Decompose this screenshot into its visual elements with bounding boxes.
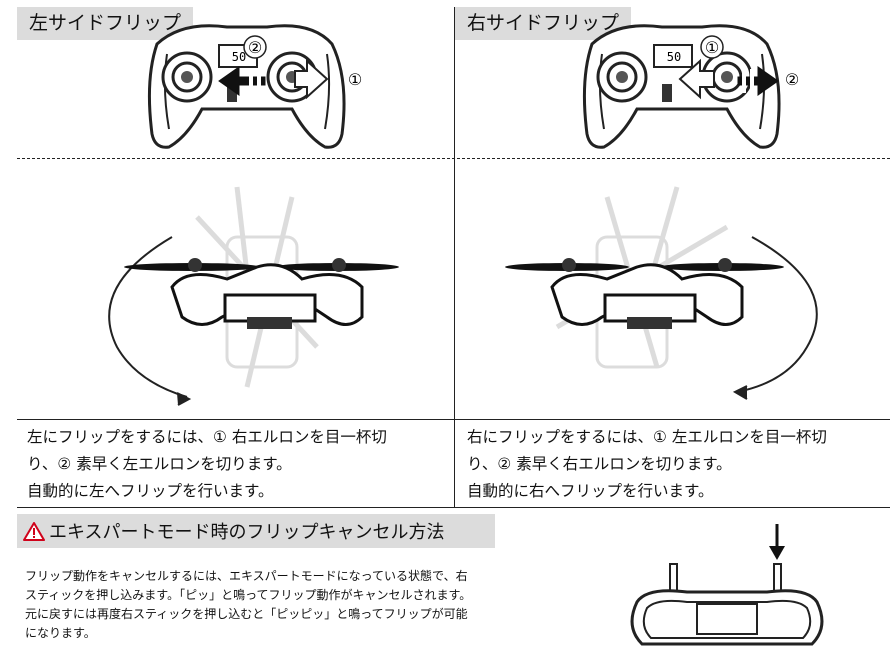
expert-mode-body: フリップ動作をキャンセルするには、エキスパートモードになっている状態で、右 ステ… (25, 567, 605, 643)
left-marker-2: ② (248, 38, 262, 57)
warning-triangle-icon (23, 522, 45, 541)
expert-mode-title: エキスパートモード時のフリップキャンセル方法 (49, 522, 445, 543)
expert-body-line: になります。 (25, 626, 96, 640)
expert-body-line: スティックを押し込みます。「ピッ」と鳴ってフリップ動作がキャンセルされます。 (25, 588, 472, 602)
right-caption-line: 右にフリップをするには、① 左エルロンを目一杯切 (467, 428, 827, 446)
expert-mode-header: エキスパートモード時のフリップキャンセル方法 (17, 514, 495, 548)
panel-divider (454, 7, 455, 507)
right-caption-line: り、② 素早く右エルロンを切ります。 (467, 455, 732, 473)
transmitter-illustration (630, 524, 824, 646)
right-marker-1: ① (705, 38, 719, 57)
left-drone-flip-illustration (108, 186, 399, 406)
right-marker-2: ② (785, 70, 799, 89)
section-divider (17, 507, 890, 508)
left-flip-title: 左サイドフリップ (17, 7, 194, 40)
right-caption-line: 自動的に右へフリップを行います。 (467, 482, 714, 500)
left-controller-illustration: 50 ② ① (147, 24, 362, 149)
left-caption-line: 左にフリップをするには、① 右エルロンを目一杯切 (27, 428, 387, 446)
caption-divider (17, 419, 890, 420)
left-marker-1: ① (348, 70, 362, 89)
right-drone-flip-illustration (505, 186, 818, 400)
left-caption-line: 自動的に左へフリップを行います。 (27, 482, 274, 500)
left-caption-line: り、② 素早く左エルロンを切ります。 (27, 455, 292, 473)
right-caption: 右にフリップをするには、① 左エルロンを目一杯切 り、② 素早く右エルロンを切り… (467, 424, 827, 505)
left-caption: 左にフリップをするには、① 右エルロンを目一杯切 り、② 素早く左エルロンを切り… (27, 424, 387, 505)
manual-page: 左サイドフリップ 右サイドフリップ 50 ② ① (17, 7, 890, 651)
right-flip-title: 右サイドフリップ (455, 7, 632, 40)
expert-body-line: フリップ動作をキャンセルするには、エキスパートモードになっている状態で、右 (25, 569, 468, 583)
lcd-reading: 50 (667, 50, 681, 64)
dashed-divider (17, 158, 890, 159)
right-controller-illustration: 50 ① ② (582, 24, 799, 149)
lcd-reading: 50 (232, 50, 246, 64)
expert-body-line: 元に戻すには再度右スティックを押し込むと「ピッピッ」と鳴ってフリップが可能 (25, 607, 468, 621)
